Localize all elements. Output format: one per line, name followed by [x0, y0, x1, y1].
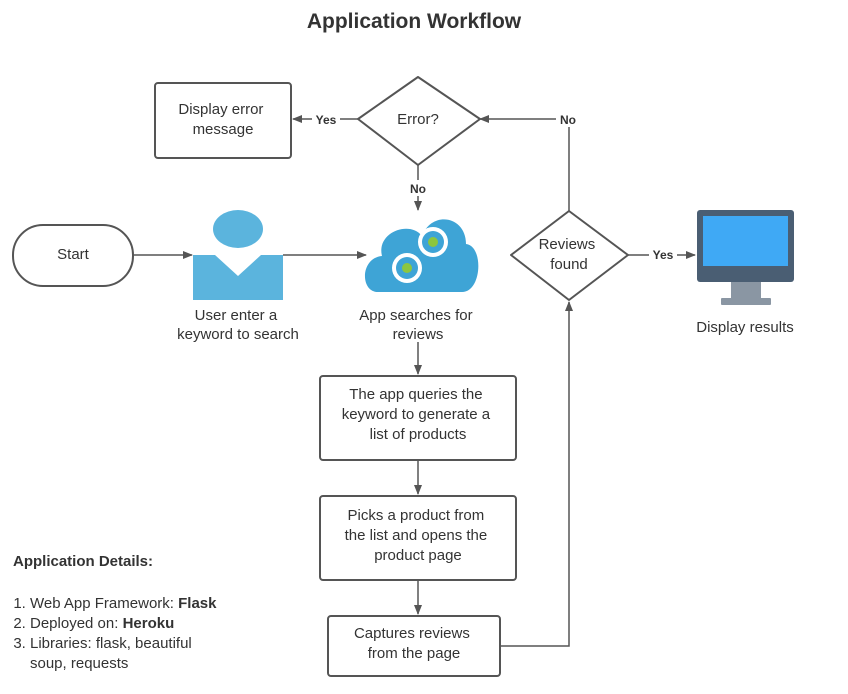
pick-label: Picks a product from the list and opens … — [345, 507, 492, 564]
start-label: Start — [57, 246, 90, 263]
edge-label-no-error: No — [410, 182, 426, 196]
query-node — [319, 375, 517, 461]
capture-node — [327, 615, 501, 677]
display-results-label: Display results — [696, 319, 794, 336]
edge-label-no-reviews: No — [560, 113, 576, 127]
edge-reviews-found-to-error — [479, 115, 570, 211]
capture-label: Captures reviews from the page — [354, 625, 474, 662]
cloud-gears-icon — [364, 219, 479, 292]
pick-node — [319, 495, 517, 581]
edge-label-yes-error: Yes — [316, 113, 337, 127]
start-node — [12, 224, 134, 287]
details-heading: Application Details: — [13, 553, 154, 570]
app-search-label: App searches for reviews — [359, 307, 477, 343]
details-list: Web App Framework: Flask Deployed on: He… — [13, 594, 273, 674]
diagram-title: Application Workflow — [307, 10, 522, 33]
display-error-node — [154, 82, 292, 159]
details-item-framework: Web App Framework: Flask — [30, 594, 273, 614]
edge-label-yes-reviews: Yes — [653, 248, 674, 262]
error-label: Error? — [397, 111, 439, 128]
details-item-libraries: Libraries: flask, beautiful soup, reques… — [30, 634, 215, 674]
reviews-found-decision — [510, 210, 629, 301]
query-label: The app queries the keyword to generate … — [342, 386, 495, 443]
user-label: User enter a keyword to search — [177, 307, 299, 343]
edge-capture-to-reviews-found — [500, 301, 573, 647]
error-decision — [357, 76, 481, 166]
reviews-found-label: Reviews found — [539, 236, 600, 273]
user-icon — [193, 210, 283, 300]
monitor-icon — [697, 210, 794, 305]
details-item-deployed: Deployed on: Heroku — [30, 614, 273, 634]
display-error-label: Display error message — [178, 101, 267, 138]
application-details: Application Details: Web App Framework: … — [13, 552, 273, 674]
